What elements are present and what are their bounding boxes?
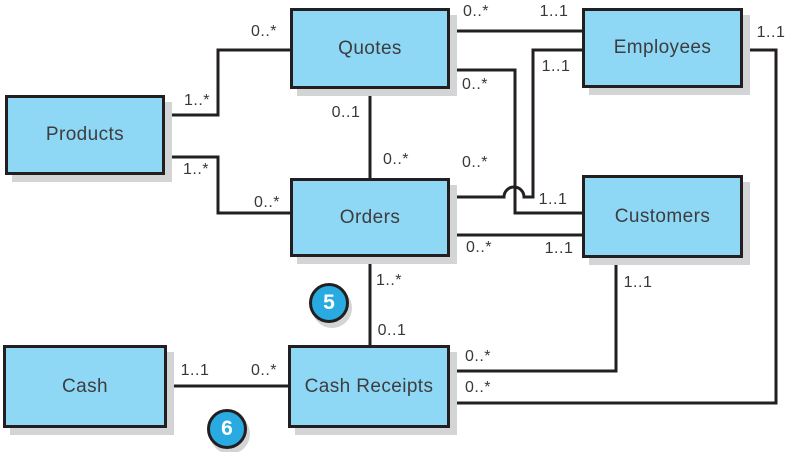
cardinality-orders-customers-near-orders: 0..* (465, 239, 493, 256)
entity-quotes-label: Quotes (338, 37, 402, 59)
entity-cash-label: Cash (62, 375, 108, 397)
relationship-line-cash-receipts-employees (450, 48, 778, 405)
cardinality-products-orders-near-products: 1..* (182, 161, 210, 178)
entity-cash: Cash (3, 345, 167, 428)
cardinality-orders-cash-receipts-near-cash-receipts: 0..1 (377, 322, 407, 339)
step-badge-5-label: 5 (323, 291, 335, 314)
cardinality-products-quotes-near-quotes: 0..* (250, 23, 278, 40)
entity-products-label: Products (45, 124, 125, 145)
entity-cash-receipts: Cash Receipts (288, 345, 450, 428)
cardinality-cash-receipts-employees-near-employees: 1..1 (756, 24, 786, 41)
cardinality-quotes-employees-near-employees: 1..1 (539, 3, 569, 20)
cardinality-cash-receipts-customers-near-cash-receipts: 0..* (464, 348, 492, 365)
cardinality-quotes-customers-near-customers: 1..1 (538, 191, 568, 208)
cardinality-quotes-customers-near-quotes: 0..* (461, 76, 489, 93)
relationship-line-products-orders (165, 155, 290, 215)
cardinality-quotes-employees-near-quotes: 0..* (462, 3, 490, 20)
step-badge-6: 6 (207, 409, 247, 449)
entity-products: Products (5, 95, 165, 175)
entity-orders-label: Orders (339, 206, 401, 228)
cardinality-cash-receipts-customers-near-customers: 1..1 (623, 274, 653, 291)
relationship-line-orders-employees-with-hop (450, 48, 582, 199)
cardinality-cash-cash-receipts-near-cash-receipts: 0..* (250, 362, 278, 379)
entity-customers-label: Customers (614, 205, 711, 227)
entity-orders: Orders (290, 178, 450, 257)
cardinality-orders-employees-near-employees: 1..1 (541, 58, 571, 75)
step-badge-5: 5 (309, 283, 349, 323)
cardinality-quotes-orders-near-quotes: 0..1 (331, 104, 361, 121)
cardinality-quotes-orders-near-orders: 0..* (382, 151, 410, 168)
cardinality-cash-receipts-employees-near-cash-receipts: 0..* (464, 379, 492, 396)
entity-customers: Customers (582, 175, 743, 258)
cardinality-products-quotes-near-products: 1..* (183, 92, 211, 109)
relationship-line-products-quotes (165, 48, 290, 117)
relationship-line-quotes-customers (450, 68, 582, 215)
relationship-line-cash-receipts-customers (450, 257, 618, 373)
cardinality-orders-customers-near-customers: 1..1 (544, 240, 574, 257)
entity-employees: Employees (582, 8, 743, 88)
cardinality-cash-cash-receipts-near-cash: 1..1 (180, 362, 210, 379)
entity-employees-label: Employees (613, 37, 712, 58)
step-badge-6-label: 6 (221, 417, 233, 440)
cardinality-orders-cash-receipts-near-orders: 1..* (375, 272, 403, 289)
cardinality-products-orders-near-orders: 0..* (253, 194, 281, 211)
entity-quotes: Quotes (290, 8, 450, 89)
cardinality-orders-employees-near-orders: 0..* (461, 154, 489, 171)
entity-cash-receipts-label: Cash Receipts (304, 375, 434, 397)
